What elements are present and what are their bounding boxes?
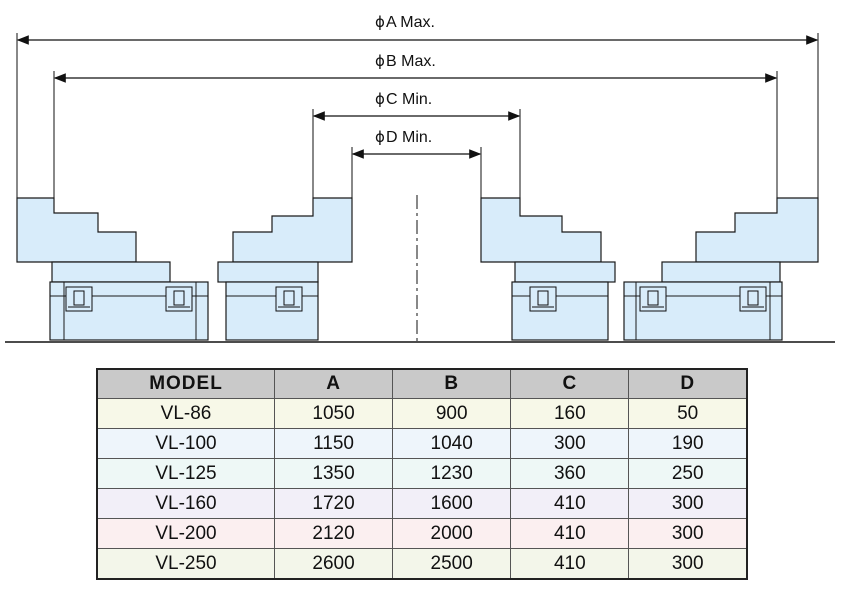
left-outer-top-jaw <box>16 197 137 263</box>
a-cell: 1350 <box>273 458 394 489</box>
dim-a-label: ϕ A Max. <box>375 13 435 31</box>
header-c: C <box>510 368 630 399</box>
table-header-row: MODEL A B C D <box>96 368 748 399</box>
svg-text:ϕ: ϕ <box>375 90 385 108</box>
dim-d-label: ϕ D Min. <box>375 128 432 146</box>
left-outer-base-jaw <box>51 261 171 283</box>
right-inner-slide-body <box>511 281 609 341</box>
bolt-icon <box>529 286 557 312</box>
right-outer-base-jaw <box>661 261 781 283</box>
svg-text:C Min.: C Min. <box>386 91 432 108</box>
a-cell: 1150 <box>273 428 394 459</box>
model-cell: VL-200 <box>96 518 275 549</box>
model-cell: VL-100 <box>96 428 275 459</box>
c-cell: 410 <box>510 518 630 549</box>
bolt-icon <box>65 286 93 312</box>
header-b: B <box>392 368 512 399</box>
table-row: VL-125 1350 1230 360 250 <box>96 458 748 489</box>
b-cell: 900 <box>392 398 512 429</box>
chuck-jaw-diagram: ϕ A Max. ϕ B Max. ϕ C Min. ϕ D Min. <box>5 13 835 343</box>
a-cell: 2600 <box>273 548 394 580</box>
table-row: VL-250 2600 2500 410 300 <box>96 548 748 580</box>
svg-text:ϕ: ϕ <box>375 13 385 31</box>
table-row: VL-200 2120 2000 410 300 <box>96 518 748 549</box>
d-cell: 190 <box>628 428 748 459</box>
b-cell: 1040 <box>392 428 512 459</box>
bolt-icon <box>639 286 667 312</box>
d-cell: 250 <box>628 458 748 489</box>
model-cell: VL-160 <box>96 488 275 519</box>
table-row: VL-100 1150 1040 300 190 <box>96 428 748 459</box>
model-cell: VL-250 <box>96 548 275 580</box>
bolt-icon <box>739 286 767 312</box>
b-cell: 2000 <box>392 518 512 549</box>
right-outer-top-jaw <box>695 197 819 263</box>
c-cell: 410 <box>510 488 630 519</box>
b-cell: 1600 <box>392 488 512 519</box>
header-d: D <box>628 368 748 399</box>
left-inner-slide-body <box>225 281 319 341</box>
header-a: A <box>273 368 394 399</box>
a-cell: 1050 <box>273 398 394 429</box>
model-cell: VL-125 <box>96 458 275 489</box>
svg-text:B Max.: B Max. <box>386 53 436 70</box>
a-cell: 1720 <box>273 488 394 519</box>
bolt-icon <box>165 286 193 312</box>
extension-lines <box>16 33 819 198</box>
dim-c-label: ϕ C Min. <box>375 90 432 108</box>
model-cell: VL-86 <box>96 398 275 429</box>
left-inner-top-jaw <box>232 197 353 263</box>
right-inner-top-jaw <box>480 197 602 263</box>
header-model: MODEL <box>96 368 275 399</box>
d-cell: 300 <box>628 488 748 519</box>
c-cell: 360 <box>510 458 630 489</box>
c-cell: 160 <box>510 398 630 429</box>
a-cell: 2120 <box>273 518 394 549</box>
svg-text:ϕ: ϕ <box>375 52 385 70</box>
spec-table: MODEL A B C D VL-86 1050 900 160 50 VL-1… <box>96 368 748 580</box>
svg-text:ϕ: ϕ <box>375 128 385 146</box>
c-cell: 300 <box>510 428 630 459</box>
dim-b-label: ϕ B Max. <box>375 52 436 70</box>
d-cell: 50 <box>628 398 748 429</box>
svg-text:A Max.: A Max. <box>386 14 435 31</box>
right-inner-base-jaw <box>514 261 616 283</box>
left-inner-base-jaw <box>217 261 319 283</box>
table-row: VL-160 1720 1600 410 300 <box>96 488 748 519</box>
bolt-icon <box>275 286 303 312</box>
b-cell: 1230 <box>392 458 512 489</box>
svg-text:D Min.: D Min. <box>386 129 432 146</box>
b-cell: 2500 <box>392 548 512 580</box>
d-cell: 300 <box>628 518 748 549</box>
c-cell: 410 <box>510 548 630 580</box>
d-cell: 300 <box>628 548 748 580</box>
table-row: VL-86 1050 900 160 50 <box>96 398 748 429</box>
